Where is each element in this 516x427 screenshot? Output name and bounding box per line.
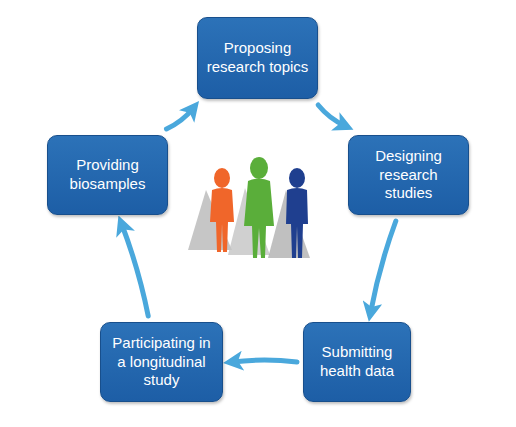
box-label: Participating in a longitudinal study bbox=[109, 334, 214, 390]
blue-figure bbox=[286, 168, 308, 258]
process-box: Providing biosamples bbox=[47, 135, 168, 215]
process-box: Designing research studies bbox=[348, 135, 469, 215]
green-figure bbox=[244, 157, 274, 258]
cycle-arrow bbox=[166, 108, 193, 129]
box-label: Proposing research topics bbox=[206, 39, 309, 77]
cycle-arrow bbox=[318, 105, 345, 126]
cycle-arrow bbox=[232, 360, 297, 362]
box-label: Designing research studies bbox=[357, 147, 460, 203]
process-box: Participating in a longitudinal study bbox=[100, 322, 223, 402]
box-label: Providing biosamples bbox=[56, 156, 159, 194]
orange-figure bbox=[210, 168, 234, 252]
cycle-arrow bbox=[370, 221, 395, 313]
process-box: Submitting health data bbox=[303, 322, 411, 402]
process-box: Proposing research topics bbox=[197, 17, 318, 99]
box-label: Submitting health data bbox=[312, 343, 402, 381]
cycle-arrow bbox=[122, 224, 149, 316]
